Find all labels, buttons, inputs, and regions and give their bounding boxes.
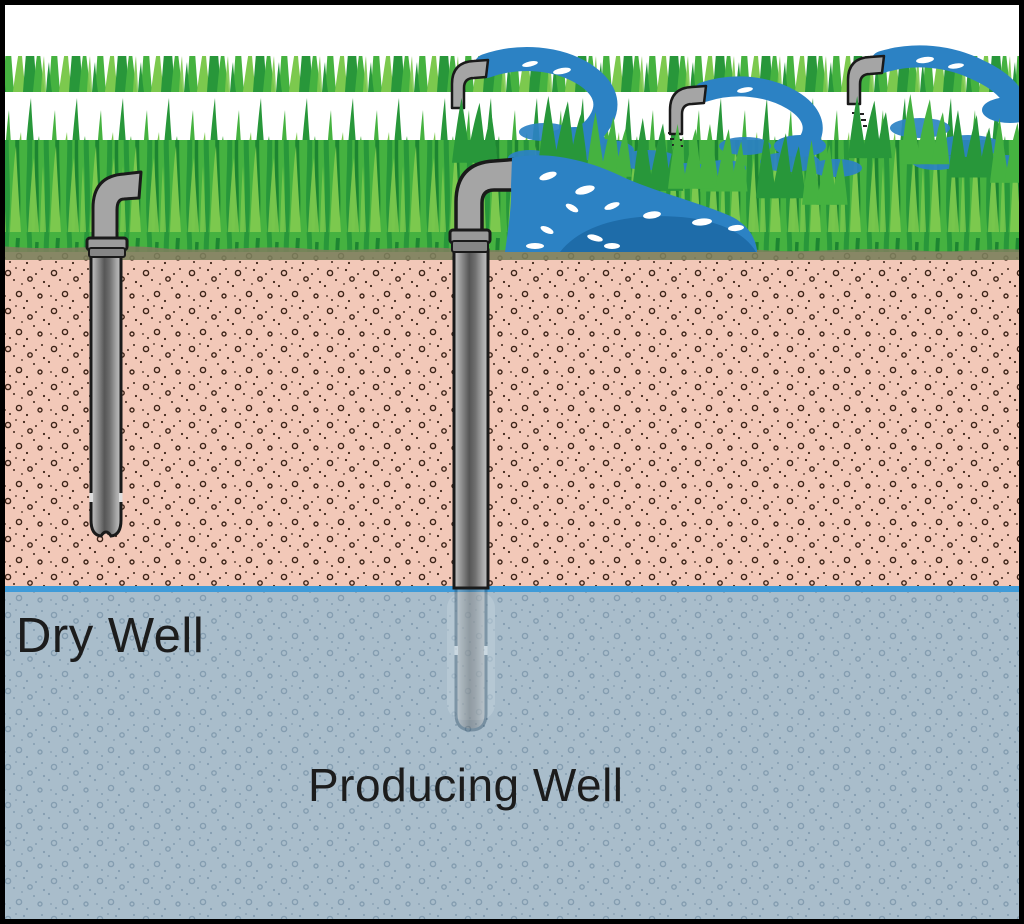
dry-well-spigot-icon [91,170,143,242]
producing-well-submerged-casing [454,586,488,732]
water-highlights [522,61,571,75]
dry-well-casing [89,253,123,538]
well-screen-gap [89,493,123,502]
dry-well-pipe [85,170,143,538]
ground-shadow-edge [0,246,1024,260]
producing-well-water [505,155,757,252]
producing-well-pipe [447,157,522,732]
background-spigots [450,45,1024,205]
water-highlights [916,56,964,69]
soil-unsaturated-zone [0,250,1024,588]
water-droplet-highlights [526,171,744,249]
water-table-line [0,586,1024,593]
spigot-water-stream [694,76,823,152]
producing-well-label: Producing Well [308,759,624,811]
dry-well-label: Dry Well [16,609,205,663]
water-wave-shadow [560,216,756,252]
saturated-zone [0,592,1024,924]
spigot-water-stream [871,45,1024,115]
producing-well-casing [452,248,490,590]
